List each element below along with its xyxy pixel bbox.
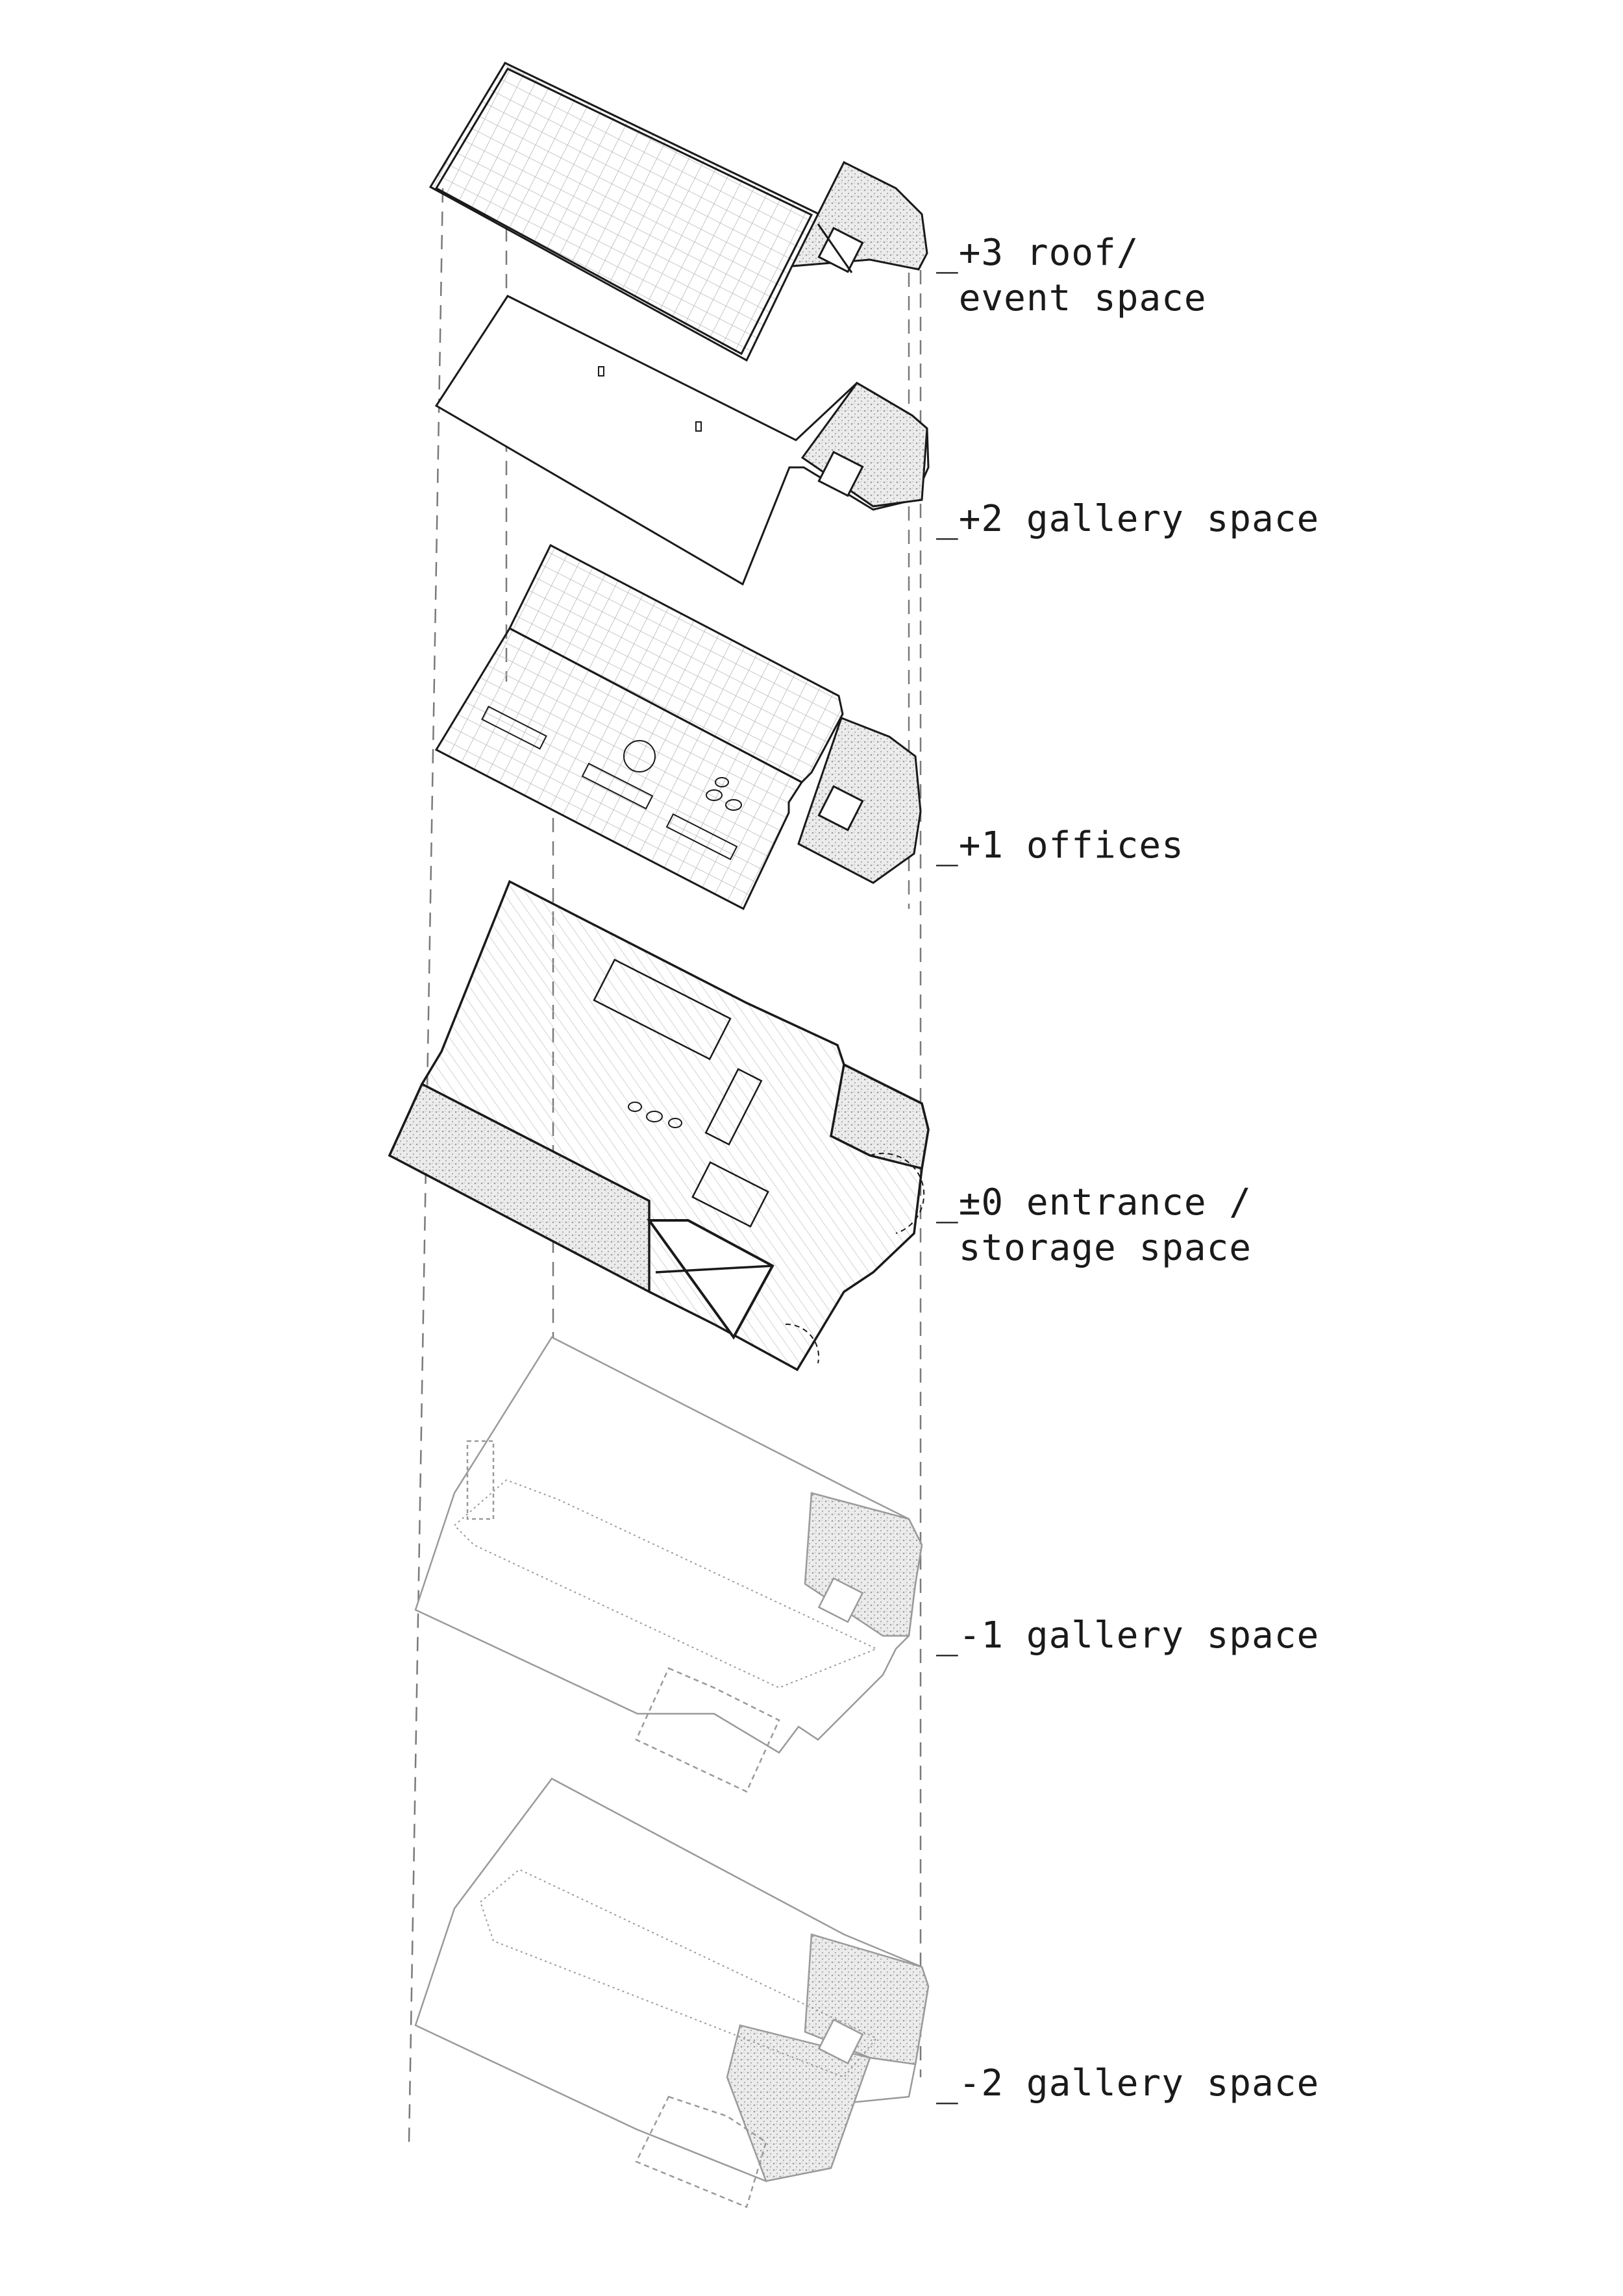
table-seat bbox=[628, 1102, 642, 1112]
meeting-chair bbox=[725, 799, 742, 811]
desk bbox=[665, 813, 738, 861]
stair-void bbox=[466, 1440, 495, 1520]
stair-shaft bbox=[817, 451, 864, 497]
ceiling-outline bbox=[453, 1479, 878, 1689]
stair-shaft bbox=[817, 1577, 864, 1623]
floor-label-line1: _-2 gallery space bbox=[936, 2062, 1320, 2105]
stair-core bbox=[830, 1063, 930, 1170]
round-table bbox=[623, 740, 656, 772]
floor-plan-l2 bbox=[434, 295, 930, 586]
gallery-floor-plate bbox=[434, 295, 930, 586]
floor-plan-ground bbox=[388, 880, 930, 1372]
floor-label-line1: _+1 offices bbox=[936, 824, 1184, 867]
floor-label-line1: _+2 gallery space bbox=[936, 498, 1320, 540]
grille-x bbox=[648, 1219, 735, 1339]
counter bbox=[704, 1068, 763, 1146]
office-floor-plate bbox=[434, 627, 804, 911]
floor-label-l2: _+2 gallery space bbox=[936, 497, 1319, 542]
floor-label-line2: storage space bbox=[958, 1227, 1252, 1269]
column bbox=[598, 366, 604, 376]
floor-label-b1: _-1 gallery space bbox=[936, 1613, 1319, 1659]
storage-void bbox=[635, 1667, 780, 1793]
door-swing bbox=[869, 1152, 925, 1234]
stair-shaft-x bbox=[817, 223, 853, 273]
table-seat bbox=[668, 1118, 682, 1128]
floor-label-line1: _-1 gallery space bbox=[936, 1614, 1320, 1657]
street-pavement bbox=[388, 1082, 650, 1294]
ceiling-outline bbox=[479, 1868, 878, 2079]
stair-shaft bbox=[817, 2018, 864, 2065]
roof-inner-edge bbox=[434, 68, 813, 356]
stair-shaft bbox=[817, 785, 864, 832]
floor-label-roof: _+3 roof/ event space bbox=[936, 230, 1207, 321]
floor-label-line2: event space bbox=[958, 277, 1207, 319]
floor-plan-b1 bbox=[414, 1336, 923, 1793]
desk bbox=[481, 706, 547, 750]
stair-run bbox=[593, 958, 732, 1061]
table-seat bbox=[646, 1111, 663, 1122]
meeting-chair bbox=[706, 789, 723, 801]
column bbox=[695, 421, 702, 432]
floor-label-ground: _±0 entrance / storage space bbox=[936, 1180, 1252, 1271]
floor-label-line1: _±0 entrance / bbox=[936, 1181, 1252, 1224]
floor-plan-b2 bbox=[414, 1777, 930, 2208]
floor-label-b2: _-2 gallery space bbox=[936, 2061, 1319, 2106]
stair-run bbox=[691, 1161, 769, 1228]
desk bbox=[581, 762, 654, 810]
meeting-chair bbox=[715, 777, 729, 787]
floor-label-l1: _+1 offices bbox=[936, 823, 1184, 869]
floor-plan-l1 bbox=[434, 543, 922, 911]
stair-shaft bbox=[817, 227, 864, 273]
floor-label-line1: _+3 roof/ bbox=[936, 232, 1139, 274]
floor-plan-roof bbox=[428, 62, 928, 362]
grille-x bbox=[655, 1265, 773, 1274]
door-swing bbox=[785, 1323, 819, 1364]
